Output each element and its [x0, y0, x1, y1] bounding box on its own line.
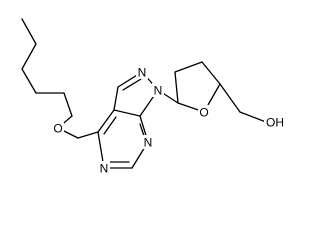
molecule-drawing: N N N N O O OH: [21, 18, 285, 176]
svg-text:N: N: [100, 162, 109, 176]
atom-label-n7: N: [136, 65, 148, 80]
svg-text:N: N: [154, 84, 163, 98]
atom-label-o6: O: [52, 121, 64, 136]
svg-text:O: O: [199, 106, 208, 120]
pyrimidine-ring: [97, 109, 149, 169]
svg-text:OH: OH: [266, 116, 284, 130]
hexyl-chain: [21, 18, 73, 129]
hydroxymethyl: [219, 83, 267, 123]
atom-label-n9: N: [152, 83, 164, 98]
structure-diagram: N N N N O O OH: [21, 18, 285, 176]
svg-text:O: O: [53, 122, 62, 136]
atom-label-n3: N: [142, 135, 154, 150]
atom-label-n1: N: [98, 161, 110, 176]
atom-label-oh: OH: [264, 115, 285, 130]
svg-text:N: N: [144, 136, 153, 150]
atom-label-o-ring: O: [198, 105, 210, 120]
sugar-ring: [157, 61, 221, 113]
svg-text:N: N: [138, 66, 147, 80]
